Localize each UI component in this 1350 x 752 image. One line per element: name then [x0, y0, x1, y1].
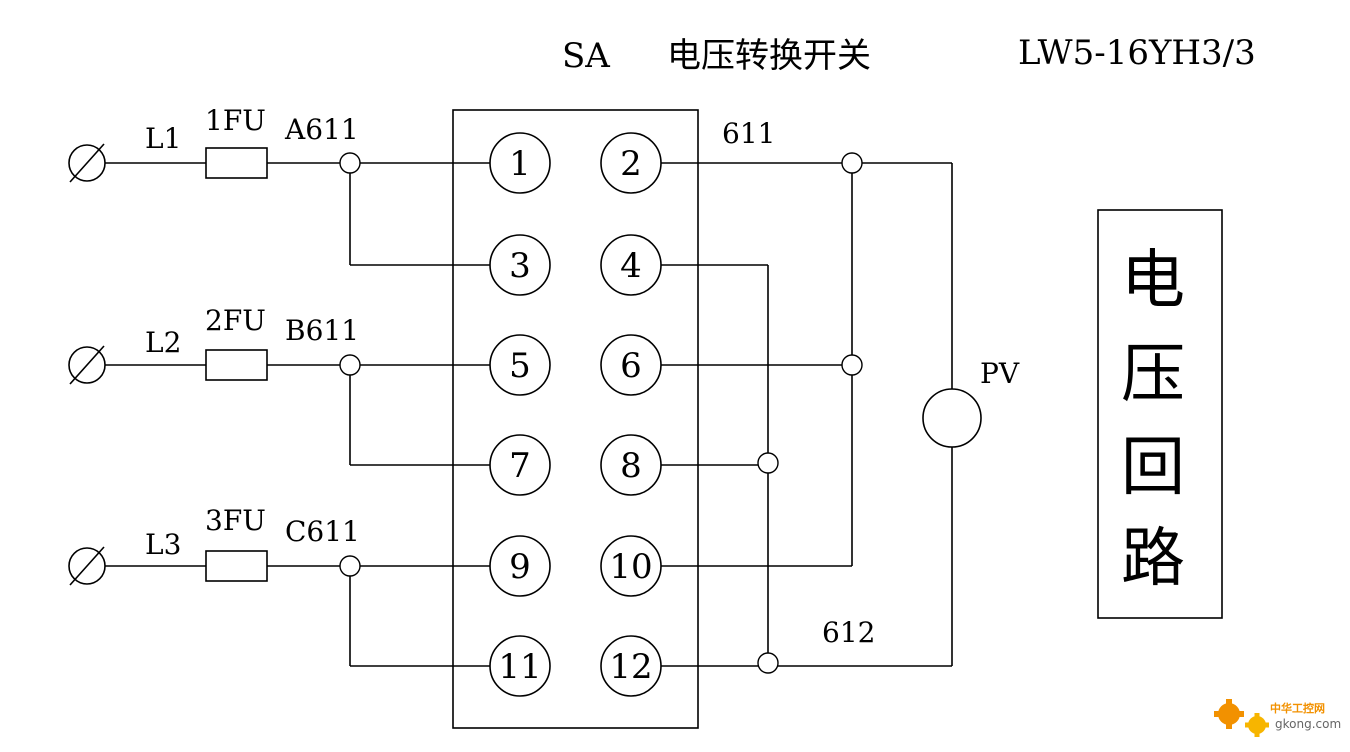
wire-label-a611: A611 [284, 113, 359, 146]
contact-number: 1 [509, 144, 531, 184]
title-model: LW5-16YH3/3 [1018, 33, 1256, 73]
watermark-domain: gkong.com [1275, 717, 1341, 731]
side-char-4: 路 [1121, 522, 1185, 596]
junction-node [339, 354, 361, 376]
junction-node [757, 652, 779, 674]
contact-9: 9 [489, 535, 551, 597]
contact-4: 4 [600, 234, 662, 296]
voltmeter-pv [922, 388, 982, 448]
contact-number: 11 [498, 647, 541, 687]
side-char-1: 电 [1121, 244, 1185, 318]
fuse-label-2fu: 2FU [205, 304, 266, 337]
wire-label-b611: B611 [285, 314, 359, 347]
junction-node [339, 555, 361, 577]
contact-number: 3 [509, 246, 531, 286]
title-device: SA [562, 36, 610, 76]
output-wiring: 611 612 PV [661, 117, 1020, 674]
contact-number: 10 [609, 547, 652, 587]
fuse-3fu [205, 550, 268, 582]
meter-label-pv: PV [980, 357, 1020, 390]
gear-icon [1214, 699, 1244, 729]
fuse-label-3fu: 3FU [205, 504, 266, 537]
junction-node [339, 152, 361, 174]
contact-number: 9 [509, 547, 531, 587]
contact-6: 6 [600, 334, 662, 396]
phase-row-1: L1 1FU A611 [68, 104, 492, 266]
contact-8: 8 [600, 434, 662, 496]
contact-number: 12 [609, 647, 652, 687]
line-label-l1: L1 [145, 122, 181, 155]
junction-node [841, 152, 863, 174]
phase-row-2: L2 2FU B611 [68, 304, 492, 466]
contact-number: 8 [620, 446, 642, 486]
gkong-watermark: 中华工控网 gkong.com [1214, 699, 1341, 737]
title-name: 电压转换开关 [667, 36, 871, 76]
watermark-logo-text: 中华工控网 [1270, 701, 1325, 715]
line-label-l2: L2 [145, 326, 181, 359]
fuse-2fu [205, 349, 268, 381]
terminal-slash [69, 546, 105, 586]
contact-5: 5 [489, 334, 551, 396]
contact-number: 6 [620, 346, 642, 386]
contact-12: 12 [600, 635, 662, 697]
fuse-1fu [205, 147, 268, 179]
gear-icon [1245, 713, 1269, 737]
junction-node [841, 354, 863, 376]
junction-node [757, 452, 779, 474]
wire-label-611: 611 [722, 117, 775, 150]
wire-label-c611: C611 [285, 515, 360, 548]
line-label-l3: L3 [145, 528, 181, 561]
contact-11: 11 [489, 635, 551, 697]
contact-number: 5 [509, 346, 531, 386]
side-char-3: 回 [1121, 431, 1185, 505]
fuse-label-1fu: 1FU [205, 104, 266, 137]
contact-3: 3 [489, 234, 551, 296]
contact-2: 2 [600, 132, 662, 194]
side-char-2: 压 [1121, 338, 1185, 412]
terminal-slash [69, 143, 105, 183]
switch-body [452, 109, 699, 729]
contact-10: 10 [600, 535, 662, 597]
contact-number: 7 [509, 446, 531, 486]
terminal-slash [69, 345, 105, 385]
voltage-circuit-label-box: 电 压 回 路 [1097, 209, 1223, 619]
contact-number: 2 [620, 144, 642, 184]
wire-label-612: 612 [822, 616, 875, 649]
contact-1: 1 [489, 132, 551, 194]
phase-row-3: L3 3FU C611 [68, 504, 492, 667]
contact-7: 7 [489, 434, 551, 496]
contact-number: 4 [620, 246, 642, 286]
